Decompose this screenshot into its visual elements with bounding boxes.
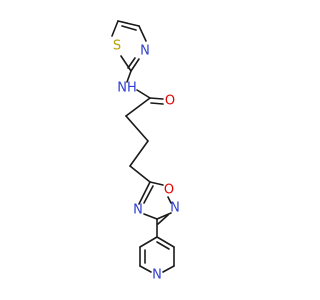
bond-c2-nh [126,70,132,83]
oxadiazole-oxygen-label: O [164,183,174,198]
bond-py-c5-c4-double [156,241,170,250]
bond-c3-n4 [143,213,158,220]
linker-chain [125,70,164,183]
bond-py-c4-c3 [139,236,158,248]
bond-n3-c2-double [127,57,136,69]
bond-ch2a-ch2b [125,115,149,142]
bond-n2-c3 [156,212,172,220]
bond-s1-c5 [111,20,119,37]
oxadiazole-nitrogen-left-label: N [133,203,143,218]
bond-carbonyl-o-double [150,102,164,105]
bond-n4-c5-double [143,185,154,204]
oxadiazole-ring [138,181,172,225]
carbonyl-oxygen-label: O [165,94,175,109]
bond-py-n1-c6 [162,265,175,273]
bond-c4-n3 [138,25,147,42]
thiazole-ring [111,20,147,72]
bond-carbonyl-o [149,97,164,100]
oxadiazole-nitrogen-top-label: N [170,201,180,216]
molecule-svg: S N NH O O N N N [111,20,180,283]
bond-c4-c5 [117,20,140,27]
bond-c2-s1 [120,55,132,72]
bond-n3-c2 [130,58,140,72]
amide-nh-label: NH [117,81,137,96]
bond-c5-o1 [149,181,164,186]
bond-py-c5-c4 [156,236,175,248]
pyridine-nitrogen-label: N [152,268,162,283]
bond-ch2b-ch2c [129,140,149,167]
bond-carbonyl-ch2a [125,97,151,117]
bond-py-c2-n1 [139,265,152,273]
molecule-diagram: S N NH O O N N N [111,20,180,283]
bond-ch2c-oxadiazole [129,165,151,183]
atom-labels: S N NH O O N N N [113,39,180,283]
bond-c4-c5-double [121,25,137,31]
thiazole-nitrogen-label: N [140,44,150,59]
thiazole-sulfur-label: S [113,39,121,54]
bond-o1-n2 [167,196,172,204]
bond-n2-c3-double [157,214,169,225]
bond-n4-c5 [138,181,151,205]
bond-nh-carbonyl [136,89,151,99]
pyridine-ring [139,218,175,273]
